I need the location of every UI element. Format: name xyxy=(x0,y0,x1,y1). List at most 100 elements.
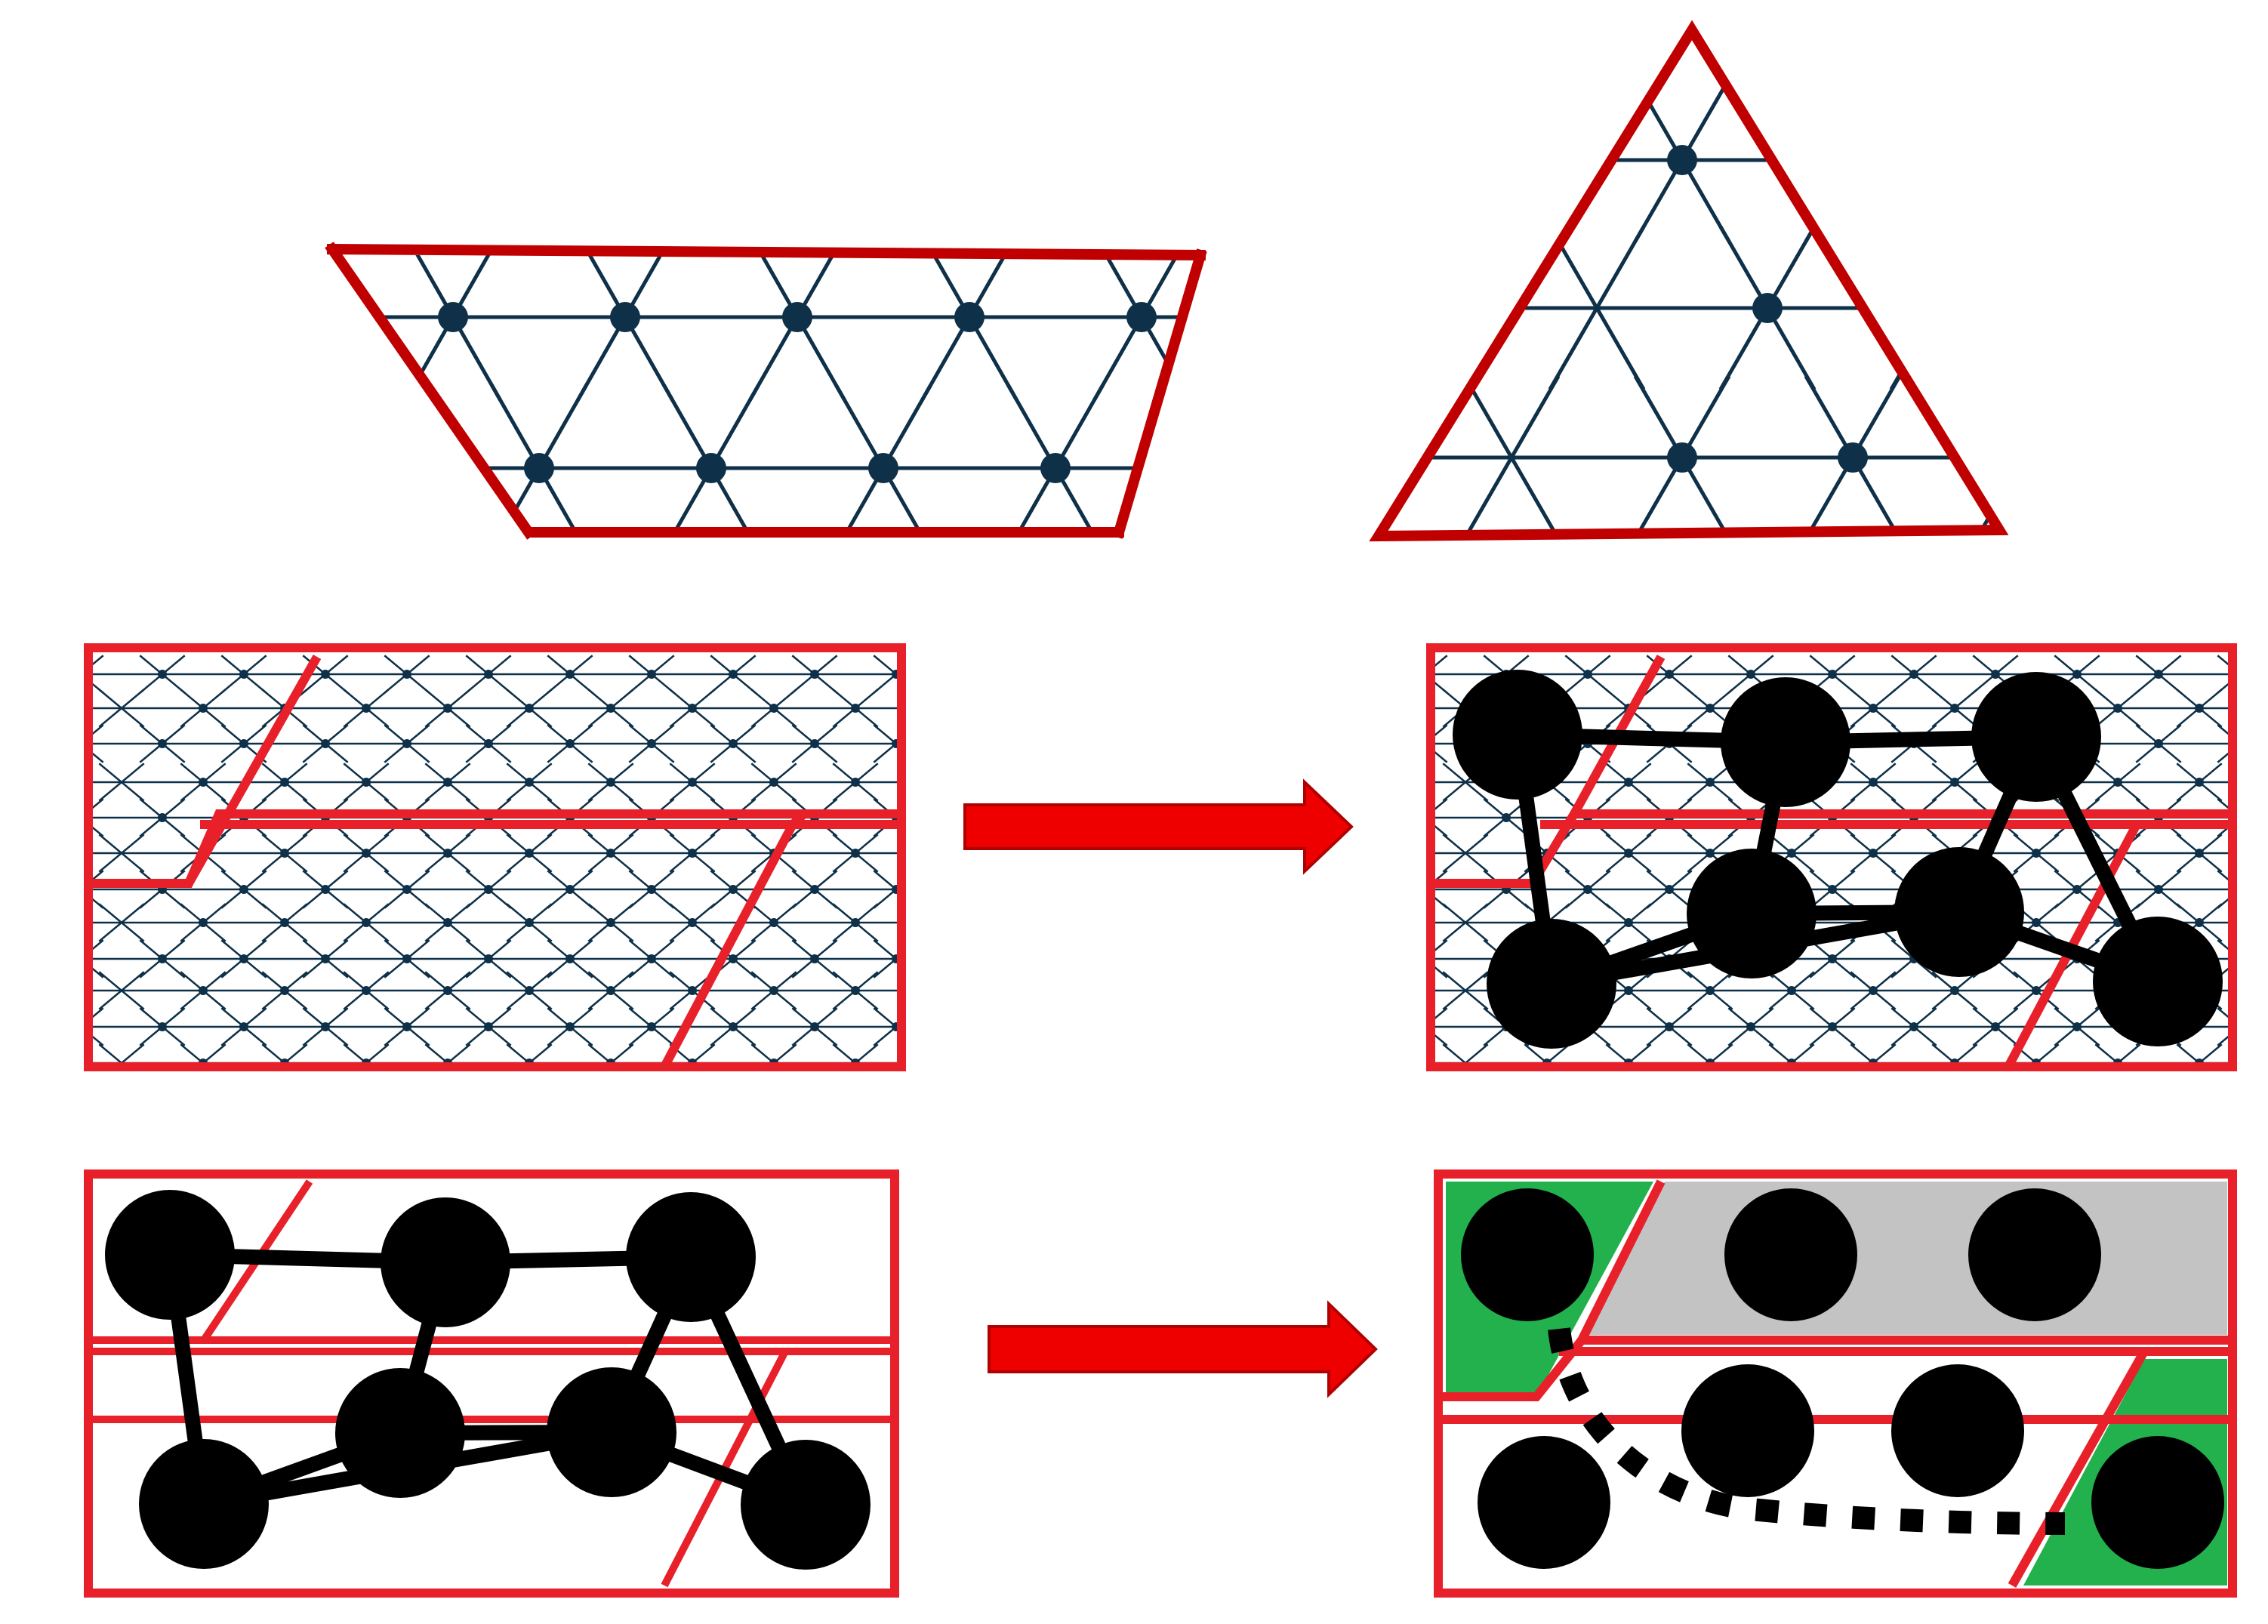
lattice-line xyxy=(1320,1008,1365,1046)
lattice-line xyxy=(2127,234,2221,400)
lattice-node xyxy=(239,1022,248,1031)
lattice-line xyxy=(2258,689,2268,727)
lattice-line xyxy=(1431,678,1448,694)
lattice-line xyxy=(1200,940,1244,978)
lattice-node xyxy=(647,954,656,963)
lattice-node xyxy=(2154,670,2163,679)
lattice-node xyxy=(565,1022,575,1031)
lattice-line xyxy=(1037,871,1081,908)
lattice-line xyxy=(2233,226,2268,390)
tiled-lattice-panel xyxy=(0,643,1407,1082)
lattice-node xyxy=(868,453,898,483)
lattice-line xyxy=(1363,940,1407,978)
lattice-line xyxy=(2258,1044,2268,1082)
triangle-outline xyxy=(1369,20,2009,542)
lattice-line xyxy=(1037,1008,1081,1046)
lattice-line xyxy=(0,655,22,693)
lattice-node xyxy=(1746,1022,1755,1031)
lattice-line xyxy=(994,940,1039,978)
lattice-node xyxy=(1213,453,1243,483)
lattice-line xyxy=(1076,940,1120,978)
lattice-line xyxy=(1955,234,2049,400)
lattice-line xyxy=(233,234,328,400)
lattice-line xyxy=(1035,689,1080,727)
lattice-line xyxy=(1431,893,1448,909)
lattice-node xyxy=(280,849,289,858)
lattice-line xyxy=(996,904,1040,941)
lattice-line xyxy=(1379,225,1475,391)
lattice-line xyxy=(1974,77,1999,243)
lattice-node xyxy=(782,302,812,332)
lattice-line xyxy=(1442,834,1489,873)
lattice-node xyxy=(1624,849,1633,858)
lattice-line xyxy=(341,384,416,530)
lattice-line xyxy=(98,834,145,873)
lattice-line xyxy=(88,679,104,694)
lattice-line xyxy=(2258,763,2268,801)
lattice-node xyxy=(1665,670,1674,679)
lattice-line xyxy=(1037,940,1081,978)
lattice-line xyxy=(2217,894,2233,909)
lattice-node xyxy=(280,986,289,995)
lattice-node xyxy=(729,1022,738,1031)
lattice-node xyxy=(199,704,208,713)
lattice-node xyxy=(1665,885,1674,894)
lattice-line xyxy=(1280,1044,1324,1082)
lattice-node xyxy=(851,778,860,787)
lattice-line xyxy=(2062,226,2156,390)
lattice-line xyxy=(1280,1044,1324,1082)
lattice-node xyxy=(321,739,330,748)
lattice-line xyxy=(1320,871,1365,908)
lattice-line xyxy=(0,871,22,908)
lattice-line xyxy=(1240,763,1285,801)
lattice-line xyxy=(1280,904,1324,941)
lattice-line xyxy=(1209,226,1302,390)
lattice-line xyxy=(1076,725,1120,763)
lattice-node xyxy=(2008,442,2038,473)
lattice-line xyxy=(2217,870,2233,885)
lattice-node xyxy=(2195,778,2204,787)
lattice-line xyxy=(996,1044,1040,1082)
lattice-node xyxy=(321,670,330,679)
lattice-line xyxy=(1239,725,1283,763)
lattice-line xyxy=(1077,763,1122,801)
lattice-line xyxy=(1363,871,1407,908)
lattice-line xyxy=(1322,689,1367,727)
lattice-line xyxy=(2258,972,2268,1009)
lattice-line xyxy=(88,870,104,885)
lattice-line xyxy=(88,1031,104,1046)
grouped-node xyxy=(1461,1188,1594,1321)
lattice-line xyxy=(1076,871,1120,908)
lattice-line xyxy=(994,655,1039,693)
lattice-node xyxy=(2154,739,2163,748)
lattice-line xyxy=(1118,1008,1163,1046)
lattice-node xyxy=(525,849,534,858)
lattice-node xyxy=(280,778,289,787)
lattice-node xyxy=(647,739,656,748)
lattice-line xyxy=(953,376,1046,539)
tile-divider xyxy=(1438,1336,2233,1401)
lattice-node xyxy=(402,954,411,963)
lattice-line xyxy=(1322,763,1367,801)
lattice-line xyxy=(1281,871,1326,908)
lattice-line xyxy=(1431,939,1448,955)
lattice-line xyxy=(1077,1044,1122,1082)
lattice-line xyxy=(953,79,1046,242)
lattice-line xyxy=(1239,725,1283,763)
lattice-node xyxy=(402,1022,411,1031)
lattice-line xyxy=(953,79,1046,242)
lattice-line xyxy=(1280,972,1324,1009)
lattice-line xyxy=(17,972,62,1009)
lattice-node xyxy=(402,885,411,894)
lattice-node xyxy=(239,670,248,679)
lattice-line xyxy=(1159,1044,1203,1082)
lattice-line xyxy=(1281,940,1326,978)
lattice-node xyxy=(1828,670,1837,679)
tile-cut xyxy=(660,822,797,1069)
lattice-line xyxy=(1431,870,1448,886)
lattice-line xyxy=(1804,77,1902,243)
lattice-line xyxy=(88,655,104,670)
lattice-node xyxy=(199,918,208,927)
lattice-line xyxy=(1361,1044,1406,1082)
lattice-line xyxy=(1200,1008,1244,1046)
